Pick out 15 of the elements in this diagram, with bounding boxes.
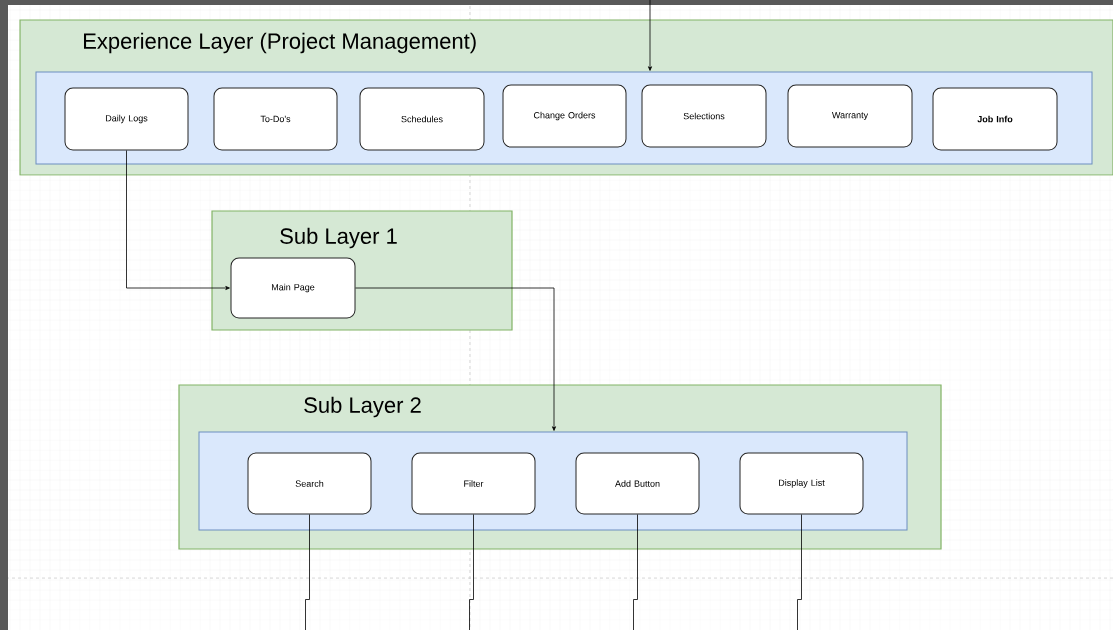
process-box: Display List — [739, 452, 864, 515]
process-box: Add Button — [575, 452, 700, 515]
process-box: To-Do's — [213, 87, 338, 151]
process-box: Job Info — [932, 87, 1058, 151]
process-box: Main Page — [230, 257, 356, 319]
process-box: Selections — [641, 84, 767, 148]
process-box: Change Orders — [502, 84, 627, 148]
process-box: Warranty — [787, 84, 913, 148]
process-box: Filter — [411, 452, 536, 515]
process-box: Schedules — [359, 87, 485, 151]
process-box: Search — [247, 452, 372, 515]
connector-arrow — [126, 150, 230, 290]
process-box: Daily Logs — [64, 87, 189, 151]
connector-arrow — [648, 0, 652, 71]
connector-arrow — [355, 287, 556, 431]
